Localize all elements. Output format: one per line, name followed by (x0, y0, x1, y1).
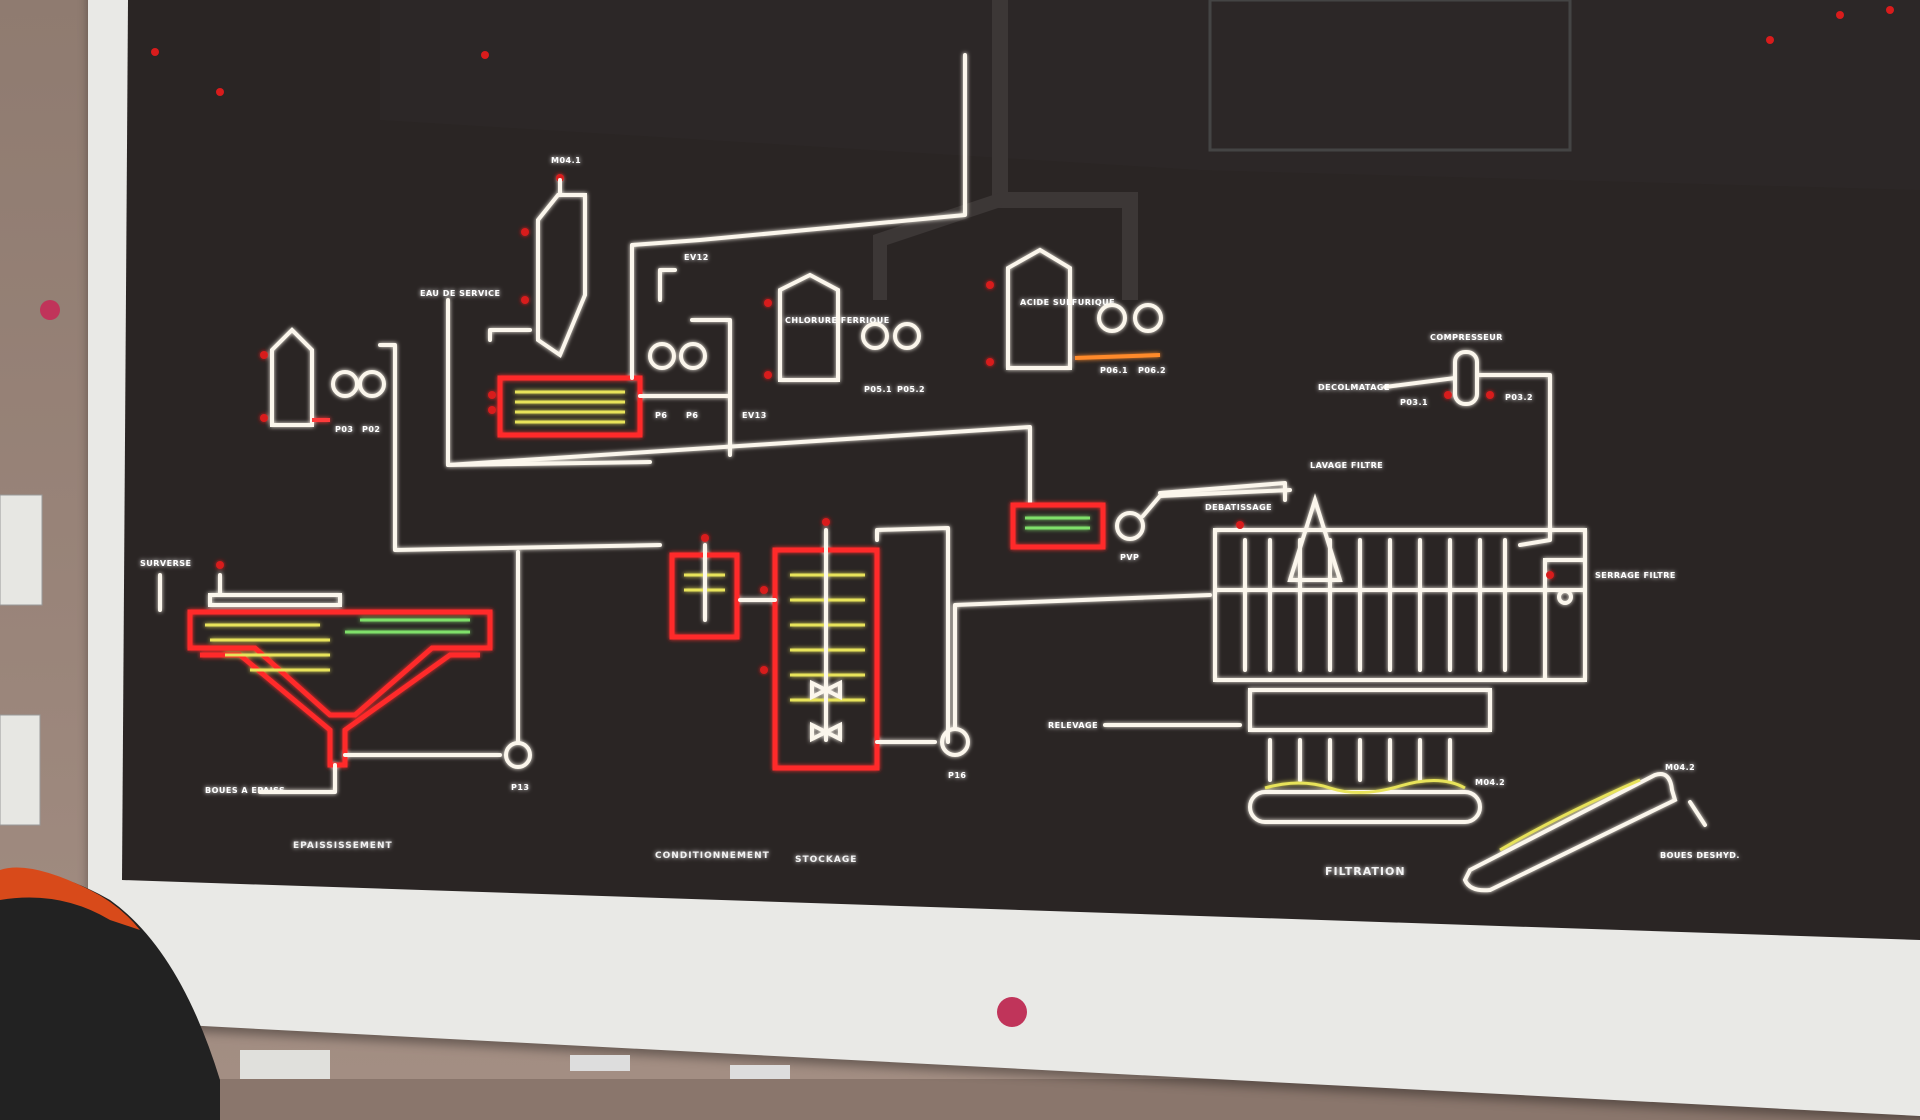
section-conditionnement: CONDITIONNEMENT (655, 851, 770, 861)
visitor-shoulder (0, 867, 220, 1120)
label-p6b: P6 (686, 411, 698, 420)
label-p06-1: P06.1 (1100, 366, 1128, 375)
label-p03-1: P03.1 (1400, 398, 1428, 407)
wall-plate-3 (730, 1065, 790, 1079)
wall-switch-2 (0, 714, 41, 826)
wall-dot-2 (997, 997, 1027, 1027)
pump-p03[interactable]: P03 P02 (331, 370, 386, 434)
storage-tank (760, 518, 880, 771)
label-p05-2: P05.2 (897, 385, 925, 394)
label-p02: P02 (362, 425, 381, 434)
status-led-6 (1886, 6, 1894, 14)
chaux-silo (260, 327, 314, 427)
section-epaississement: EPAISSISSEMENT (293, 841, 393, 851)
label-m04-2: M04.2 (1475, 778, 1505, 787)
wall-switch-1 (0, 494, 43, 606)
status-led-5 (1836, 11, 1844, 19)
label-eau-de-service: EAU DE SERVICE (420, 289, 500, 298)
label-p03-2: P03.2 (1505, 393, 1533, 402)
status-led-1 (151, 48, 159, 56)
label-p06-2: P06.2 (1138, 366, 1166, 375)
status-led-4 (1766, 36, 1774, 44)
pump-p6[interactable]: P6 P6 (648, 342, 707, 420)
section-filtration: FILTRATION (1325, 865, 1406, 878)
label-p13: P13 (511, 783, 530, 792)
label-p05-1: P05.1 (864, 385, 892, 394)
label-decolmatage: DECOLMATAGE (1318, 383, 1390, 392)
pump-p05[interactable]: P05.1 P05.2 (861, 322, 925, 394)
status-led-3 (481, 51, 489, 59)
conveyor-2[interactable] (1462, 772, 1678, 893)
cake-hopper (1248, 688, 1492, 782)
wall-dot-1 (40, 300, 60, 320)
label-lavage-filtre: LAVAGE FILTRE (1310, 461, 1383, 470)
synoptic-board: P03 P02 M04.1 EAU DE SERVICE (0, 0, 1920, 1079)
upper-grey-box (1208, 0, 1572, 152)
label-acide: ACIDE SULFURIQUE (1020, 298, 1115, 307)
acide-sulfurique-tank: ACIDE SULFURIQUE (986, 247, 1115, 370)
label-releves: RELEVAGE (1048, 721, 1098, 730)
thickener (187, 561, 493, 768)
label-serrage: SERRAGE FILTRE (1595, 571, 1676, 580)
board-panel (122, 0, 1920, 940)
label-m05: M04.2 (1665, 763, 1695, 772)
label-m04-1: M04.1 (551, 156, 581, 165)
upper-grey-pipe (992, 0, 1138, 300)
conveyor-1[interactable]: M04.2 (1248, 778, 1505, 824)
label-p6: P6 (655, 411, 667, 420)
label-ev13: EV13 (742, 411, 767, 420)
chlorure-ferrique-tank: CHLORURE FERRIQUE (764, 272, 890, 382)
filter-press[interactable] (1213, 493, 1587, 682)
board-upper-panel (380, 0, 1920, 190)
section-stockage: STOCKAGE (795, 855, 857, 865)
label-boues-deshydratees: BOUES DESHYD. (1660, 851, 1740, 860)
conditioning-tank (669, 534, 740, 640)
pump-p06[interactable]: P06.1 P06.2 (1097, 303, 1166, 375)
wall-plate-2 (570, 1055, 630, 1071)
label-compresseur: COMPRESSEUR (1430, 333, 1503, 342)
label-ev12: EV12 (684, 253, 709, 262)
label-debatissage: DEBATISSAGE (1205, 503, 1272, 512)
lime-mixing-tank (488, 375, 643, 438)
lime-silo: M04.1 (521, 156, 587, 359)
label-pvp: PVP (1120, 553, 1139, 562)
label-boues-a-epaissir: BOUES A EPAISS. (205, 786, 289, 795)
upper-grey-pipe-2 (873, 193, 1003, 300)
label-p03: P03 (335, 425, 354, 434)
label-chlorure-1: CHLORURE FERRIQUE (785, 316, 890, 325)
status-led-2 (216, 88, 224, 96)
pump-pvp[interactable]: PVP (1115, 511, 1145, 562)
label-surverse: SURVERSE (140, 559, 191, 568)
wall-plate-1 (240, 1050, 330, 1079)
reactor-pvp (1010, 502, 1106, 550)
label-p16: P16 (948, 771, 967, 780)
